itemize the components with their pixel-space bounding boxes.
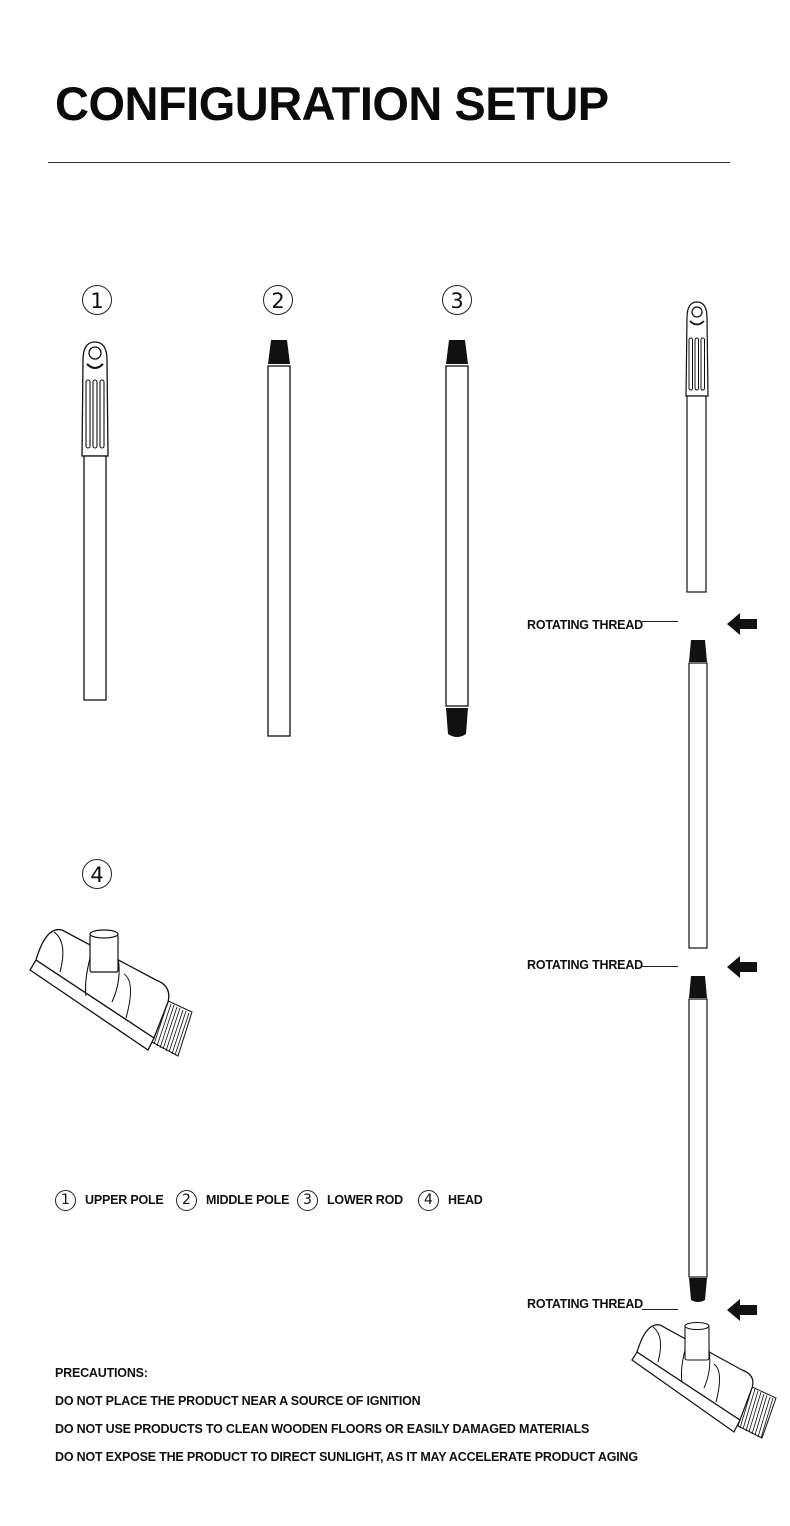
middle-pole-illustration <box>267 340 291 737</box>
arrow-left-icon <box>727 1299 757 1321</box>
mop-head-illustration <box>29 928 193 1057</box>
rotating-thread-label-3: ROTATING THREAD <box>527 1297 643 1311</box>
legend-number: 3 <box>297 1189 318 1211</box>
title-divider <box>48 162 730 163</box>
legend-label: HEAD <box>448 1193 483 1207</box>
page-title: CONFIGURATION SETUP <box>55 77 609 130</box>
upper-pole-illustration <box>81 341 109 701</box>
arrow-left-icon <box>727 613 757 635</box>
legend-label: UPPER POLE <box>85 1193 164 1207</box>
part-number-3: 3 <box>442 285 472 315</box>
part-number-2: 2 <box>263 285 293 315</box>
legend-number: 1 <box>55 1189 76 1211</box>
legend-number: 4 <box>418 1189 439 1211</box>
rotating-thread-leader-1 <box>642 621 678 622</box>
legend-item-lower-rod: 3 LOWER ROD <box>297 1189 403 1211</box>
part-number-1: 1 <box>82 285 112 315</box>
precaution-item: DO NOT PLACE THE PRODUCT NEAR A SOURCE O… <box>55 1394 421 1408</box>
legend-label: MIDDLE POLE <box>206 1193 290 1207</box>
legend-label: LOWER ROD <box>327 1193 403 1207</box>
legend-number: 2 <box>176 1189 197 1211</box>
assembled-middle-pole <box>688 640 708 949</box>
rotating-thread-leader-2 <box>642 966 678 967</box>
precautions-heading: PRECAUTIONS: <box>55 1366 148 1380</box>
precaution-item: DO NOT EXPOSE THE PRODUCT TO DIRECT SUNL… <box>55 1450 638 1464</box>
legend-item-middle-pole: 2 MIDDLE POLE <box>176 1189 289 1211</box>
precaution-item: DO NOT USE PRODUCTS TO CLEAN WOODEN FLOO… <box>55 1422 590 1436</box>
lower-rod-illustration <box>445 340 469 737</box>
legend-item-head: 4 HEAD <box>418 1189 483 1211</box>
part-number-4: 4 <box>82 859 112 889</box>
assembled-upper-pole <box>685 301 709 593</box>
rotating-thread-label-2: ROTATING THREAD <box>527 958 643 972</box>
rotating-thread-label-1: ROTATING THREAD <box>527 618 643 632</box>
assembled-mop-head <box>631 1321 777 1439</box>
assembled-lower-rod <box>688 976 708 1302</box>
arrow-left-icon <box>727 956 757 978</box>
legend-item-upper-pole: 1 UPPER POLE <box>55 1189 164 1211</box>
rotating-thread-leader-3 <box>642 1309 678 1310</box>
